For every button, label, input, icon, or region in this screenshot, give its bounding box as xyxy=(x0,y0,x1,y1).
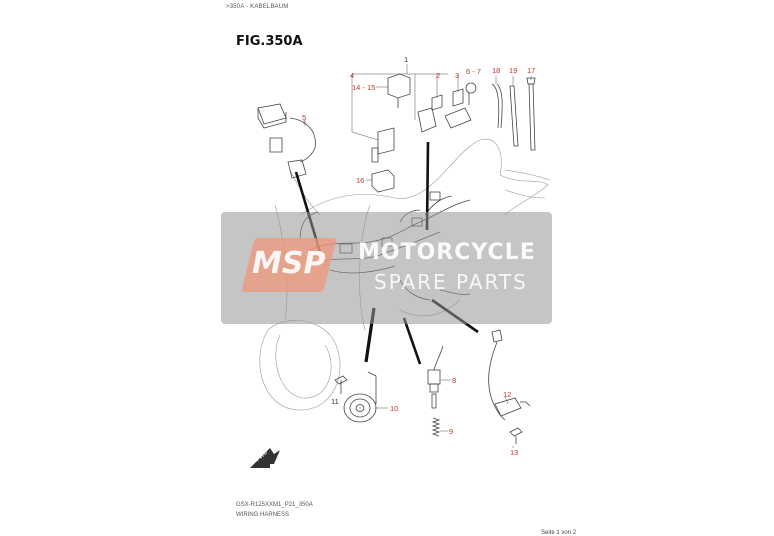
page-number: Seite 1 von 2 xyxy=(541,530,577,536)
callout-17: 17 xyxy=(527,66,535,75)
callout-19: 19 xyxy=(509,66,517,75)
part-9-spring xyxy=(431,417,448,437)
part-11-bolt xyxy=(334,375,348,394)
callout-11: 11 xyxy=(331,397,339,406)
callout-16: 16 xyxy=(356,176,364,185)
callout-12: 12 xyxy=(503,390,511,399)
callout-6-7: 6 - 7 xyxy=(466,67,481,76)
watermark-logo: MSP xyxy=(252,246,326,281)
part-2-3-switches xyxy=(417,88,472,133)
watermark-line-2: SPARE PARTS xyxy=(374,270,528,294)
callout-5: 5 xyxy=(302,113,306,122)
drawing-code: GSX-R125XXM1_P21_350A xyxy=(236,502,313,508)
callout-10: 10 xyxy=(390,404,398,413)
callout-8: 8 xyxy=(452,376,456,385)
drawing-name: WIRING HARNESS xyxy=(236,512,290,518)
callout-labels: 1 2 3 4 5 6 - 7 8 9 10 11 12 13 14 - 15 … xyxy=(302,55,535,457)
callout-2: 2 xyxy=(436,71,440,80)
callout-3: 3 xyxy=(455,71,459,80)
part-5-connector xyxy=(257,103,316,179)
callout-14-15: 14 - 15 xyxy=(352,83,375,92)
part-16-relay xyxy=(371,169,395,193)
part-13-bolt xyxy=(509,427,523,444)
callout-1: 1 xyxy=(404,55,408,64)
callout-9: 9 xyxy=(449,427,453,436)
callout-4: 4 xyxy=(350,71,354,80)
part-10-horn xyxy=(343,371,388,423)
watermark-line-1: MOTORCYCLE xyxy=(358,240,536,265)
figure-title: FIG.350A xyxy=(236,34,303,49)
part-8-switch xyxy=(427,345,451,409)
leader-lines xyxy=(304,64,532,449)
part-18-clamp xyxy=(491,83,503,129)
part-6-7-clip xyxy=(465,82,477,105)
part-12-sensor xyxy=(488,329,531,421)
fwd-arrow-icon: FWD xyxy=(250,448,280,468)
part-17-band xyxy=(526,77,536,151)
callout-13: 13 xyxy=(510,448,518,457)
breadcrumb: >350A - KABELBAUM xyxy=(226,4,289,10)
callout-18: 18 xyxy=(492,66,500,75)
part-19-band xyxy=(509,85,519,147)
